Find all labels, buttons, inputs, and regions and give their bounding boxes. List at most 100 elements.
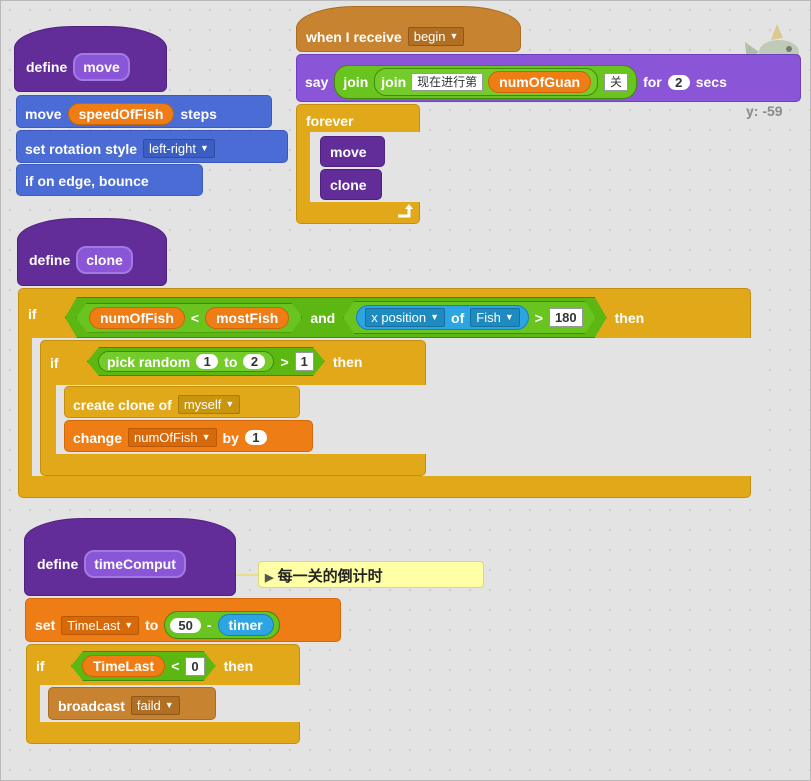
time-if-label: if	[36, 658, 45, 674]
join-text-input-1[interactable]: 现在进行第	[411, 73, 484, 91]
call-clone-label: clone	[330, 177, 367, 193]
time-lt-value-input[interactable]: 0	[185, 657, 204, 676]
join-outer-label: join	[343, 74, 369, 90]
set-var-value: TimeLast	[67, 617, 121, 633]
join-outer-reporter[interactable]: join join 现在进行第 numOfGuan 关	[334, 65, 638, 99]
receive-message-dropdown[interactable]: begin▼	[407, 27, 465, 46]
attribute-value: x position	[371, 310, 427, 325]
join-inner-label: join	[381, 74, 407, 90]
by-label: by	[222, 429, 239, 446]
random-from-input[interactable]: 1	[196, 354, 218, 369]
when-i-receive-hat[interactable]: when I receive begin▼	[296, 6, 521, 52]
rotation-style-dropdown[interactable]: left-right▼	[143, 139, 215, 158]
pick-random-label: pick random	[107, 353, 191, 370]
set-label: set	[35, 617, 56, 633]
set-rotation-style-block[interactable]: set rotation style left-right▼	[16, 130, 288, 163]
inner-gt-value-input[interactable]: 1	[295, 352, 314, 371]
num-of-fish-reporter[interactable]: numOfFish	[89, 307, 185, 329]
time-lt-condition[interactable]: TimeLast < 0	[71, 651, 216, 681]
then-label: then	[614, 309, 645, 326]
time-last-reporter[interactable]: TimeLast	[82, 655, 165, 677]
define-clone-hat[interactable]: define clone	[17, 218, 167, 286]
define-label: define	[29, 252, 71, 268]
broadcast-message-dropdown[interactable]: faild▼	[130, 696, 180, 715]
num-of-guan-reporter[interactable]: numOfGuan	[488, 71, 592, 93]
change-var-value: numOfFish	[134, 430, 198, 445]
lt-operator: <	[190, 309, 200, 326]
define-label: define	[26, 59, 68, 75]
move-label: move	[25, 106, 62, 122]
define-timecomput-hat[interactable]: define timeComput	[24, 518, 236, 596]
random-gt-condition[interactable]: pick random 1 to 2 > 1	[87, 347, 325, 376]
minus-operator: -	[206, 617, 212, 633]
sprite-dropdown[interactable]: Fish▼	[470, 308, 519, 327]
secs-input[interactable]: 2	[667, 74, 690, 90]
rotation-style-value: left-right	[149, 141, 196, 156]
set-rotation-label: set rotation style	[25, 140, 138, 157]
inner-if-label: if	[50, 355, 59, 371]
most-fish-reporter[interactable]: mostFish	[205, 307, 289, 329]
call-move-label: move	[330, 144, 367, 160]
change-by-input[interactable]: 1	[244, 430, 267, 445]
if-on-edge-bounce-block[interactable]: if on edge, bounce	[16, 164, 203, 196]
minuend-input[interactable]: 50	[170, 617, 201, 633]
say-for-secs-block[interactable]: say join join 现在进行第 numOfGuan 关 for 2 se…	[296, 54, 801, 102]
change-var-dropdown[interactable]: numOfFish▼	[128, 428, 217, 447]
join-text-input-2[interactable]: 关	[604, 73, 629, 91]
for-label: for	[643, 74, 662, 90]
triangle-right-icon[interactable]: ▶	[265, 572, 274, 584]
and-label: and	[310, 309, 336, 326]
secs-label: secs	[695, 74, 727, 90]
call-clone-block[interactable]: clone	[320, 169, 382, 200]
and-condition[interactable]: numOfFish < mostFish and x position▼ of …	[65, 297, 607, 338]
attribute-of-reporter[interactable]: x position▼ of Fish▼	[356, 305, 529, 330]
change-var-block[interactable]: change numOfFish▼ by 1	[64, 420, 313, 452]
broadcast-label: broadcast	[58, 697, 125, 714]
triangle-down-icon: ▼	[449, 31, 459, 41]
clone-target-value: myself	[183, 397, 222, 412]
triangle-down-icon: ▼	[124, 619, 134, 630]
to-label: to	[224, 353, 238, 370]
loop-arrow-icon	[398, 204, 413, 218]
comment-note[interactable]: ▶ 每一关的倒计时	[258, 561, 484, 588]
when-receive-label: when I receive	[306, 28, 402, 45]
define-move-hat[interactable]: define move	[14, 26, 167, 92]
create-clone-label: create clone of	[73, 396, 172, 413]
change-label: change	[73, 429, 123, 446]
attribute-dropdown[interactable]: x position▼	[365, 308, 445, 327]
comment-connector	[236, 574, 258, 576]
gt-condition[interactable]: x position▼ of Fish▼ > 180	[343, 301, 595, 334]
inner-gt-operator: >	[280, 353, 289, 370]
gt-operator: >	[534, 309, 543, 326]
random-to-input[interactable]: 2	[243, 354, 265, 369]
proc-prototype-move[interactable]: move	[73, 53, 130, 81]
join-inner-reporter[interactable]: join 现在进行第 numOfGuan	[374, 68, 599, 96]
set-var-dropdown[interactable]: TimeLast▼	[61, 615, 140, 635]
proc-prototype-timecomput[interactable]: timeComput	[84, 550, 186, 578]
bounce-label: if on edge, bounce	[25, 173, 149, 189]
pick-random-reporter[interactable]: pick random 1 to 2	[98, 351, 274, 372]
speed-of-fish-reporter[interactable]: speedOfFish	[67, 103, 175, 125]
comment-text: 每一关的倒计时	[277, 568, 383, 585]
triangle-down-icon: ▼	[225, 399, 235, 409]
broadcast-block[interactable]: broadcast faild▼	[48, 687, 216, 720]
triangle-down-icon: ▼	[504, 312, 514, 322]
timer-reporter[interactable]: timer	[217, 614, 274, 636]
gt-value-input[interactable]: 180	[549, 308, 583, 327]
inner-then-label: then	[332, 353, 363, 370]
time-lt-operator: <	[171, 658, 180, 674]
outer-if-label: if	[28, 306, 37, 322]
clone-target-dropdown[interactable]: myself▼	[177, 395, 241, 414]
proc-prototype-clone[interactable]: clone	[76, 246, 133, 274]
lt-condition[interactable]: numOfFish < mostFish	[76, 303, 302, 333]
forever-label: forever	[306, 113, 354, 129]
set-var-block[interactable]: set TimeLast▼ to 50 - timer	[25, 598, 341, 642]
subtract-reporter[interactable]: 50 - timer	[164, 611, 280, 639]
to-label: to	[145, 617, 159, 633]
broadcast-message-value: faild	[136, 698, 161, 713]
define-label: define	[37, 556, 79, 572]
create-clone-block[interactable]: create clone of myself▼	[64, 386, 300, 418]
move-steps-block[interactable]: move speedOfFish steps	[16, 95, 272, 128]
steps-label: steps	[180, 106, 217, 122]
call-move-block[interactable]: move	[320, 136, 385, 167]
